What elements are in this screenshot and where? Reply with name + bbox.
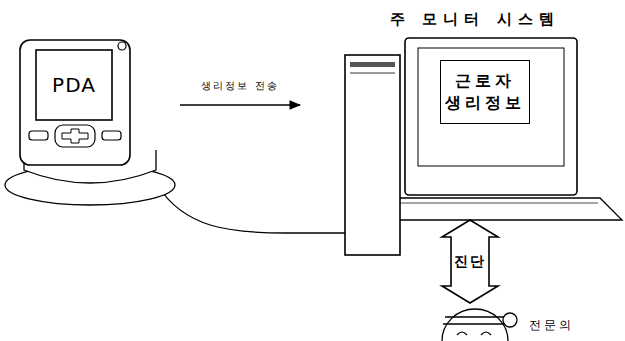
monitor-frame [405, 38, 577, 195]
cable [158, 186, 345, 233]
doctor-head [442, 309, 508, 341]
pda-button [29, 131, 48, 140]
pda-device: PDA [5, 8, 180, 208]
monitor-screen [418, 48, 564, 166]
drive-slot [350, 62, 395, 67]
flow-arrow [180, 104, 300, 105]
pda-button [102, 131, 121, 140]
edge-label: 진단 [454, 253, 486, 271]
specialist-label: 전문의 [522, 317, 580, 337]
double-arrow [442, 220, 498, 303]
doctor-eyes [457, 332, 491, 335]
system-heading: 주 모니터 시스템 [380, 9, 570, 31]
edge-label: 생리정보 전송 [201, 79, 278, 93]
head-band [443, 317, 507, 324]
device-label: PDA [36, 50, 112, 120]
head-mirror [503, 313, 517, 327]
specialist: 전문의 [430, 303, 580, 341]
pda-dpad [55, 125, 95, 147]
keyboard-line [395, 203, 598, 204]
pda-screen [36, 50, 112, 120]
pc-tower [345, 55, 400, 255]
main-monitor-system: 주 모니터 시스템근로자 생리정보 [300, 5, 622, 220]
pda-body [20, 40, 130, 165]
pda-dpad-cross [62, 129, 88, 143]
keyboard [385, 198, 622, 220]
screen-text: 근로자 생리정보 [440, 60, 530, 124]
drive-line [350, 73, 395, 74]
pda-led [118, 42, 126, 50]
